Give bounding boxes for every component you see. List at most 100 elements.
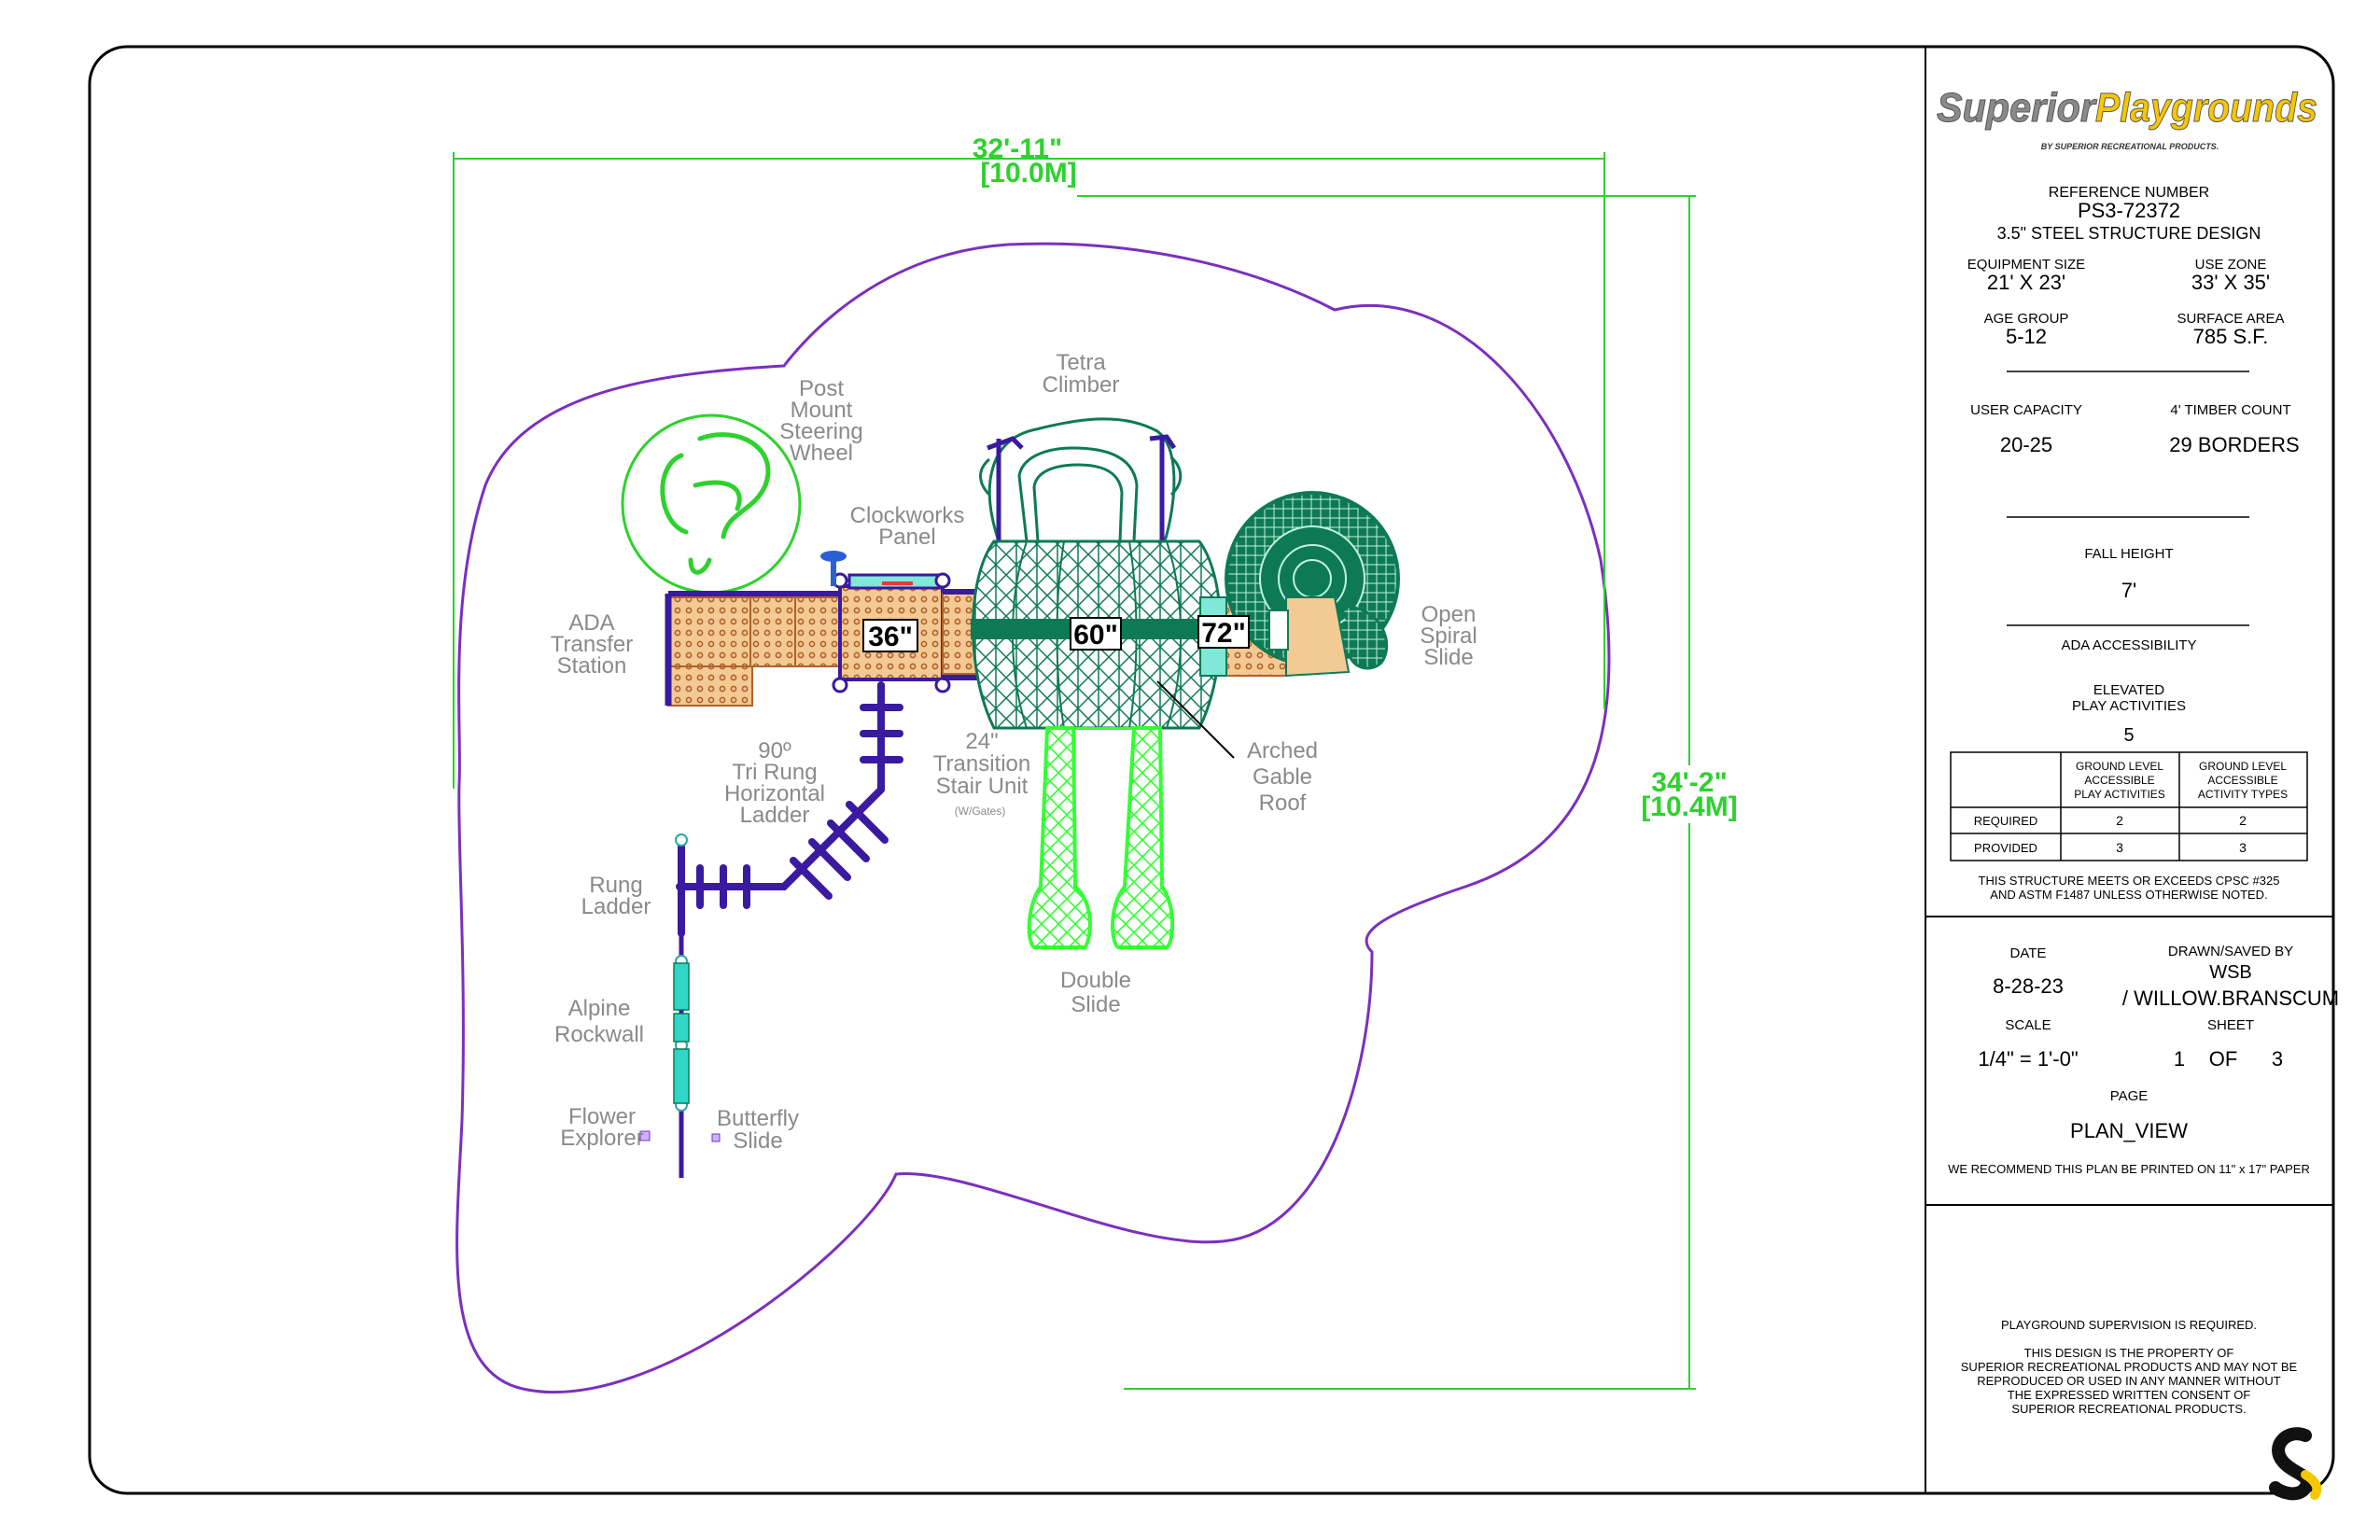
svg-text:Climber: Climber — [1043, 372, 1120, 398]
page-value: PLAN_VIEW — [2070, 1119, 2188, 1142]
ada-table-header-2-line-2: ACCESSIBLE — [2207, 774, 2277, 787]
property-note-line-3: REPRODUCED OR USED IN ANY MANNER WITHOUT — [1977, 1374, 2281, 1388]
brand-tagline: BY SUPERIOR RECREATIONAL PRODUCTS. — [2041, 142, 2219, 151]
svg-text:Slide: Slide — [1423, 645, 1473, 670]
svg-text:Clockworks: Clockworks — [850, 503, 965, 528]
svg-text:Flower: Flower — [568, 1104, 636, 1129]
fall-height: 7' — [2121, 579, 2136, 602]
svg-text:Steering: Steering — [779, 419, 862, 444]
ada-table-row-required-label: REQUIRED — [1974, 814, 2038, 828]
tetra-climber — [979, 417, 1183, 542]
svg-text:90º: 90º — [758, 738, 791, 763]
ada-table-row-required-value-1: 2 — [2116, 813, 2123, 828]
user-capacity-label: USER CAPACITY — [1970, 402, 2082, 418]
width-dimension-m: [10.0M] — [980, 158, 1076, 189]
svg-text:Slide: Slide — [733, 1128, 782, 1154]
surface-area-label: SURFACE AREA — [2177, 311, 2284, 327]
double-slide — [1027, 726, 1175, 949]
svg-text:Butterfly: Butterfly — [717, 1106, 799, 1131]
use-zone-outline — [455, 242, 1611, 1394]
svg-text:Panel: Panel — [878, 525, 935, 550]
age-group-label: AGE GROUP — [1984, 311, 2069, 327]
svg-text:Station: Station — [557, 653, 627, 679]
ada-table-header-1-line-1: GROUND LEVEL — [2076, 760, 2163, 773]
brand-logo-superior: Superior — [1937, 85, 2098, 131]
svg-text:Slide: Slide — [1071, 992, 1120, 1017]
steering-wheel-post — [820, 551, 847, 586]
depth-dimension-ft: 34'-2" — [1651, 767, 1727, 798]
alpine-rockwall — [673, 962, 690, 1104]
svg-text:Horizontal: Horizontal — [724, 781, 825, 806]
supervision-note: PLAYGROUND SUPERVISION IS REQUIRED. — [2001, 1318, 2257, 1332]
svg-text:Transition: Transition — [933, 751, 1030, 777]
fall-height-label: FALL HEIGHT — [2084, 546, 2173, 562]
svg-text:Tetra: Tetra — [1056, 350, 1106, 375]
label-transition-stair-unit: 24" Transition Stair Unit (W/Gates) — [933, 729, 1030, 818]
print-note: WE RECOMMEND THIS PLAN BE PRINTED ON 11"… — [1948, 1162, 2310, 1176]
scale-label: SCALE — [2005, 1017, 2051, 1033]
saved-by: / WILLOW.BRANSCUM — [2122, 987, 2339, 1010]
roof-leader-line — [1156, 680, 1235, 759]
ada-table-header-2-line-1: GROUND LEVEL — [2199, 760, 2287, 773]
ada-table-row-provided-value-2: 3 — [2239, 840, 2247, 855]
ada-table — [1950, 751, 2308, 861]
svg-text:Wheel: Wheel — [790, 441, 853, 466]
ada-transfer-station — [665, 591, 841, 707]
deck-height-60: 60" — [1073, 620, 1118, 651]
timber-count: 29 BORDERS — [2169, 433, 2299, 456]
svg-text:Gable: Gable — [1253, 764, 1312, 790]
brand-logo-playgrounds: Playgrounds — [2095, 85, 2317, 131]
label-butterfly-slide: Butterfly Slide — [717, 1106, 799, 1154]
ada-table-header-1-line-3: PLAY ACTIVITIES — [2074, 788, 2165, 801]
ada-table-row-provided-label: PROVIDED — [1974, 841, 2037, 855]
elevated-value: 5 — [2123, 725, 2134, 746]
svg-text:Open: Open — [1421, 602, 1477, 627]
tetra-climber-frame — [987, 434, 1177, 541]
svg-text:Arched: Arched — [1247, 738, 1318, 763]
steering-wheel-emblem — [621, 413, 802, 595]
width-dimension-ft: 32'-11" — [973, 133, 1062, 164]
property-note-line-2: SUPERIOR RECREATIONAL PRODUCTS AND MAY N… — [1961, 1360, 2298, 1374]
svg-text:Double: Double — [1060, 968, 1131, 993]
equipment-size: 21' X 23' — [1987, 271, 2065, 294]
sheet-of: OF — [2209, 1047, 2238, 1071]
elevated-label-line-1: ELEVATED — [2093, 682, 2164, 698]
scale-value: 1/4" = 1'-0" — [1978, 1047, 2078, 1071]
label-post-mount-steering-wheel: Post Mount Steering Wheel — [779, 376, 862, 466]
label-ada-transfer-station: ADA Transfer Station — [551, 610, 633, 679]
svg-text:Rockwall: Rockwall — [554, 1022, 644, 1047]
user-capacity: 20-25 — [2000, 433, 2052, 456]
depth-dimension — [1077, 195, 1696, 1390]
surface-area: 785 S.F. — [2193, 325, 2269, 348]
elevated-label-line-2: PLAY ACTIVITIES — [2072, 698, 2186, 714]
drawn-by: WSB — [2209, 962, 2252, 983]
label-flower-explorer: Flower Explorer — [560, 1104, 643, 1151]
sheet-total: 3 — [2272, 1047, 2283, 1071]
depth-dimension-m: [10.4M] — [1641, 791, 1737, 822]
s-logo-icon — [2269, 1427, 2322, 1501]
label-tri-rung-ladder: 90º Tri Rung Horizontal Ladder — [724, 738, 825, 828]
open-spiral-slide — [1225, 491, 1400, 678]
svg-text:Explorer: Explorer — [560, 1126, 643, 1151]
svg-text:ADA: ADA — [568, 610, 614, 636]
svg-text:Ladder: Ladder — [581, 894, 651, 919]
deck-height-36: 36" — [868, 622, 913, 652]
label-clockworks-panel: Clockworks Panel — [850, 503, 965, 550]
sheet-label: SHEET — [2207, 1017, 2254, 1033]
drawn-by-label: DRAWN/SAVED BY — [2168, 944, 2293, 959]
date-label: DATE — [2010, 945, 2047, 961]
property-note-line-1: THIS DESIGN IS THE PROPERTY OF — [2024, 1346, 2234, 1360]
label-double-slide: Double Slide — [1060, 968, 1131, 1017]
ada-table-row-required-value-2: 2 — [2239, 813, 2247, 828]
transition-stair-unit — [860, 681, 903, 793]
property-note-line-4: THE EXPRESSED WRITTEN CONSENT OF — [2008, 1388, 2251, 1402]
structure-design: 3.5" STEEL STRUCTURE DESIGN — [1997, 224, 2261, 243]
property-note-line-5: SUPERIOR RECREATIONAL PRODUCTS. — [2011, 1402, 2246, 1416]
date-value: 8-28-23 — [1993, 974, 2064, 998]
svg-text:Post: Post — [799, 376, 844, 401]
sheet-border — [88, 45, 2335, 1495]
sheet-number: 1 — [2174, 1047, 2185, 1071]
svg-text:Transfer: Transfer — [551, 632, 633, 657]
svg-text:Alpine: Alpine — [568, 996, 631, 1021]
